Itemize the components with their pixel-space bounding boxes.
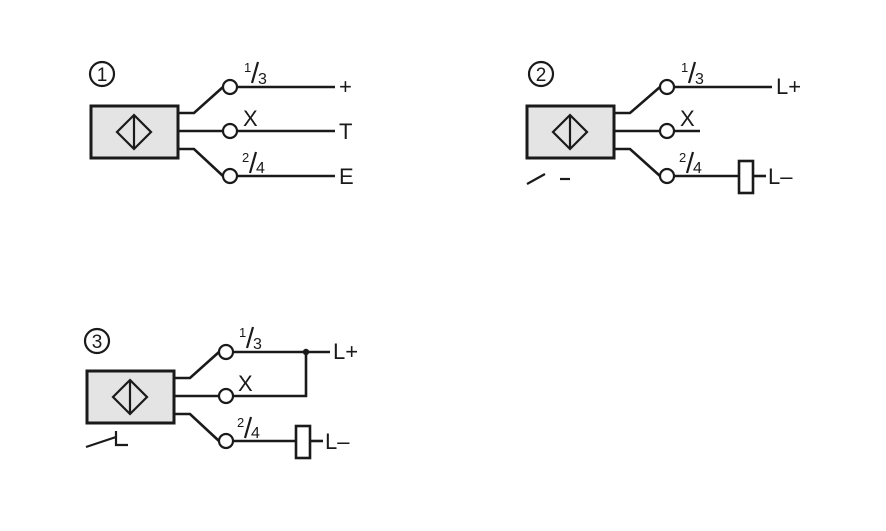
diagram-2-label-lplus: L+ <box>776 74 801 99</box>
diagram-1-wire-bottom <box>178 147 224 177</box>
diagram-2-wire-bottom <box>614 147 661 177</box>
diagram-1-sensor-symbol-icon <box>115 113 153 151</box>
diagram-2-terminal-top <box>658 78 676 96</box>
diagram-2-normally-open-contact-icon <box>526 173 570 185</box>
diagram-3-sensor-symbol-icon <box>111 378 149 416</box>
diagram-2-number: 2 <box>536 65 547 86</box>
diagram-3-wire-top <box>174 351 220 380</box>
diagram-2-load-icon <box>737 159 755 195</box>
diagram-2: 2 1 3 X 2 4 L <box>525 60 801 195</box>
diagram-1-pin-top-num: 1 <box>244 60 251 75</box>
diagram-3-label-lminus: L– <box>325 429 350 454</box>
diagram-2-pin-bottom-num: 2 <box>679 150 686 165</box>
diagram-1-wire-top <box>178 86 224 115</box>
diagram-3-bridge <box>233 352 308 398</box>
diagram-2-sensor-symbol-icon <box>551 113 589 151</box>
diagram-1-terminal-mid <box>221 122 239 140</box>
diagram-3-load-icon <box>294 424 312 460</box>
diagram-3-terminal-bottom <box>217 432 235 450</box>
diagram-1-label-t: T <box>339 119 352 144</box>
diagram-3-pin-bottom-num: 2 <box>237 415 244 430</box>
diagram-1-pin-bottom-den: 4 <box>256 160 265 177</box>
diagram-3: 3 1 3 X 2 4 <box>83 325 358 460</box>
diagram-3-pin-top-den: 3 <box>253 336 262 353</box>
diagram-3-pin-bottom-den: 4 <box>251 425 260 442</box>
diagram-3-wire-bottom <box>174 412 220 442</box>
diagram-2-terminal-bottom <box>658 167 676 185</box>
diagram-1-pin-bottom-num: 2 <box>242 150 249 165</box>
diagram-2-label-lminus: L– <box>768 164 793 189</box>
diagram-1: 1 1 3 X 2 4 + T E <box>88 60 354 189</box>
diagram-2-wire-top <box>614 86 661 115</box>
diagram-1-mid-label: X <box>243 106 258 131</box>
diagram-3-number-circle <box>83 327 111 355</box>
diagram-3-number: 3 <box>92 332 103 353</box>
diagram-1-label-plus: + <box>339 74 352 99</box>
diagram-3-pin-top-num: 1 <box>239 325 246 340</box>
diagram-1-pin-top-den: 3 <box>258 71 267 88</box>
diagram-3-mid-label: X <box>238 371 253 396</box>
diagram-3-normally-closed-contact-icon <box>85 431 128 449</box>
diagram-3-label-lplus: L+ <box>333 339 358 364</box>
diagram-2-terminal-mid <box>658 122 676 140</box>
diagram-2-number-circle <box>527 60 555 88</box>
diagram-3-terminal-top <box>217 343 235 361</box>
diagram-1-label-e: E <box>339 164 354 189</box>
diagram-2-pin-top-num: 1 <box>681 60 688 75</box>
diagram-2-pin-bottom-den: 4 <box>693 160 702 177</box>
diagram-2-pin-top-den: 3 <box>695 71 704 88</box>
diagram-3-terminal-mid <box>217 387 235 405</box>
diagram-3-junction-dot <box>302 348 310 356</box>
diagram-1-number-circle <box>88 60 116 88</box>
diagram-1-number: 1 <box>97 65 108 86</box>
diagram-1-terminal-bottom <box>221 167 239 185</box>
diagram-1-terminal-top <box>221 78 239 96</box>
diagram-2-mid-label: X <box>680 106 695 131</box>
